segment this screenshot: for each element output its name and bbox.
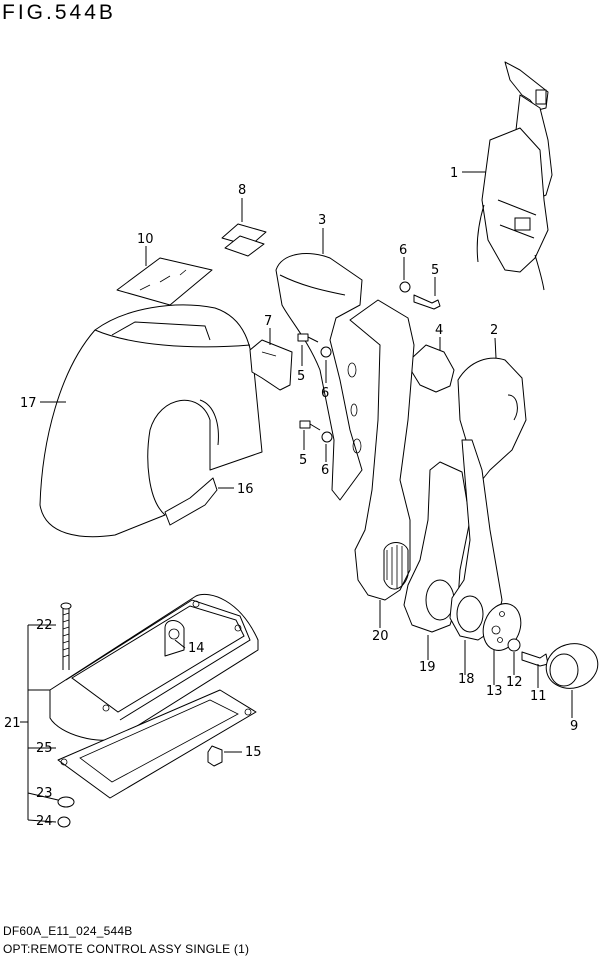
callout-9: 9 bbox=[570, 719, 578, 734]
part-15-clip bbox=[207, 745, 223, 767]
callout-22: 22 bbox=[36, 618, 53, 633]
leader-lines bbox=[20, 171, 573, 823]
figure-title: FIG.544B bbox=[2, 1, 116, 24]
part-19-lever bbox=[403, 461, 471, 633]
diagram-description: OPT:REMOTE CONTROL ASSY SINGLE (1) bbox=[3, 942, 250, 956]
part-17-cover bbox=[39, 304, 263, 538]
callout-7: 7 bbox=[264, 314, 272, 329]
callout-6: 6 bbox=[321, 463, 329, 478]
part-22-screw bbox=[60, 602, 72, 670]
callout-8: 8 bbox=[238, 183, 246, 198]
callout-24: 24 bbox=[36, 814, 53, 829]
callout-19: 19 bbox=[419, 660, 436, 675]
callout-20: 20 bbox=[372, 629, 389, 644]
callout-6: 6 bbox=[321, 386, 329, 401]
part-9-cap bbox=[545, 643, 599, 689]
callout-12: 12 bbox=[506, 675, 523, 690]
part-1-remote-control-unit bbox=[476, 61, 553, 291]
callout-14: 14 bbox=[188, 641, 205, 656]
part-10-label-plate bbox=[116, 257, 213, 306]
callout-2: 2 bbox=[490, 323, 498, 338]
part-13-disc bbox=[482, 603, 522, 651]
parts-11-12 bbox=[507, 638, 549, 667]
callout-1: 1 bbox=[450, 166, 458, 181]
part-23-washer bbox=[57, 796, 75, 808]
callout-15: 15 bbox=[245, 745, 262, 760]
callout-labels: 1 2 3 4 5 6 5 6 5 6 7 8 9 10 11 12 13 14… bbox=[4, 166, 578, 829]
callout-5: 5 bbox=[299, 453, 307, 468]
callout-10: 10 bbox=[137, 232, 154, 247]
part-24-nut bbox=[57, 816, 71, 828]
callout-4: 4 bbox=[435, 323, 443, 338]
callout-18: 18 bbox=[458, 672, 475, 687]
callout-6: 6 bbox=[399, 243, 407, 258]
callout-17: 17 bbox=[20, 396, 37, 411]
part-7-plate bbox=[249, 339, 293, 391]
part-4-knob bbox=[411, 344, 455, 393]
callout-11: 11 bbox=[530, 689, 547, 704]
callout-23: 23 bbox=[36, 786, 53, 801]
gasket bbox=[57, 689, 257, 799]
callout-5: 5 bbox=[297, 369, 305, 384]
callout-25: 25 bbox=[36, 741, 53, 756]
callout-3: 3 bbox=[318, 213, 326, 228]
callout-21: 21 bbox=[4, 716, 21, 731]
part-16-clip bbox=[164, 477, 218, 526]
part-20-arm bbox=[349, 299, 415, 601]
callout-5: 5 bbox=[431, 263, 439, 278]
part-18-lever bbox=[449, 439, 503, 641]
part-8-emblem bbox=[221, 223, 267, 257]
fasteners-5-6 bbox=[297, 281, 441, 443]
part-21-base-housing-assy bbox=[49, 593, 259, 741]
callout-13: 13 bbox=[486, 684, 503, 699]
diagram-code: DF60A_E11_024_544B bbox=[3, 924, 133, 938]
part-3-bracket bbox=[275, 253, 363, 501]
callout-16: 16 bbox=[237, 482, 254, 497]
